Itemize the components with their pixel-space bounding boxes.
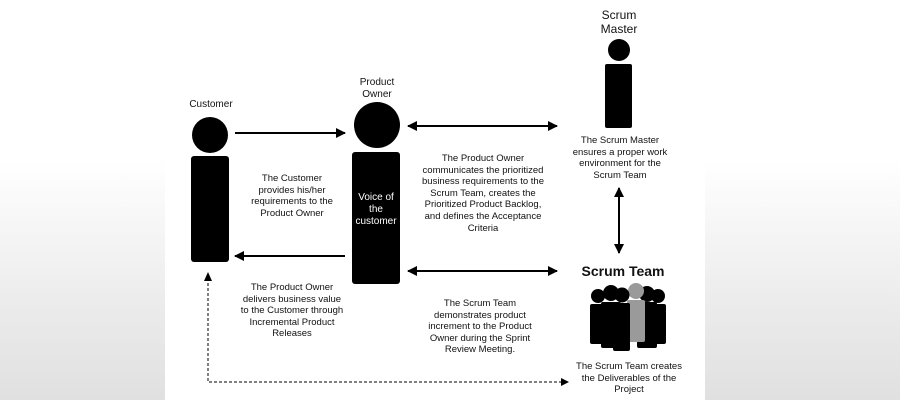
po-delivers-value-text: The Product Owner delivers business valu… [240, 282, 344, 340]
product-owner-figure [352, 102, 400, 284]
team-member-head [614, 287, 630, 303]
team-member-body [613, 303, 630, 351]
team-demonstrates-text: The Scrum Team demonstrates product incr… [428, 298, 532, 356]
product-owner-head [354, 102, 400, 148]
po-communicates-text: The Product Owner communicates the prior… [422, 153, 544, 234]
scrum-team-figures [590, 283, 666, 351]
customer-requirements-text: The Customer provides his/her requiremen… [251, 173, 333, 219]
deliverables-arrowhead-up [204, 272, 212, 281]
customer-body [191, 156, 229, 262]
team-member-head-highlight [628, 283, 644, 299]
scrum-master-ensures-text: The Scrum Master ensures a proper work e… [572, 135, 668, 181]
product-owner-label: Product Owner [359, 77, 395, 100]
scrum-master-head [608, 39, 630, 61]
team-creates-text: The Scrum Team creates the Deliverables … [576, 361, 682, 396]
customer-head [192, 117, 228, 153]
scrum-master-label: Scrum Master [600, 8, 638, 36]
team-member-head [591, 289, 605, 303]
team-member-body-highlight [627, 300, 645, 342]
customer-label: Customer [189, 99, 233, 110]
scrum-team-label: Scrum Team [581, 263, 665, 279]
scrum-master-figure [605, 39, 632, 128]
scrum-master-body [605, 64, 632, 128]
customer-figure [191, 117, 229, 262]
deliverables-arrowhead-right [561, 378, 569, 386]
product-owner-body [352, 152, 400, 284]
voice-of-customer-label: Voice of the customer [355, 192, 397, 227]
